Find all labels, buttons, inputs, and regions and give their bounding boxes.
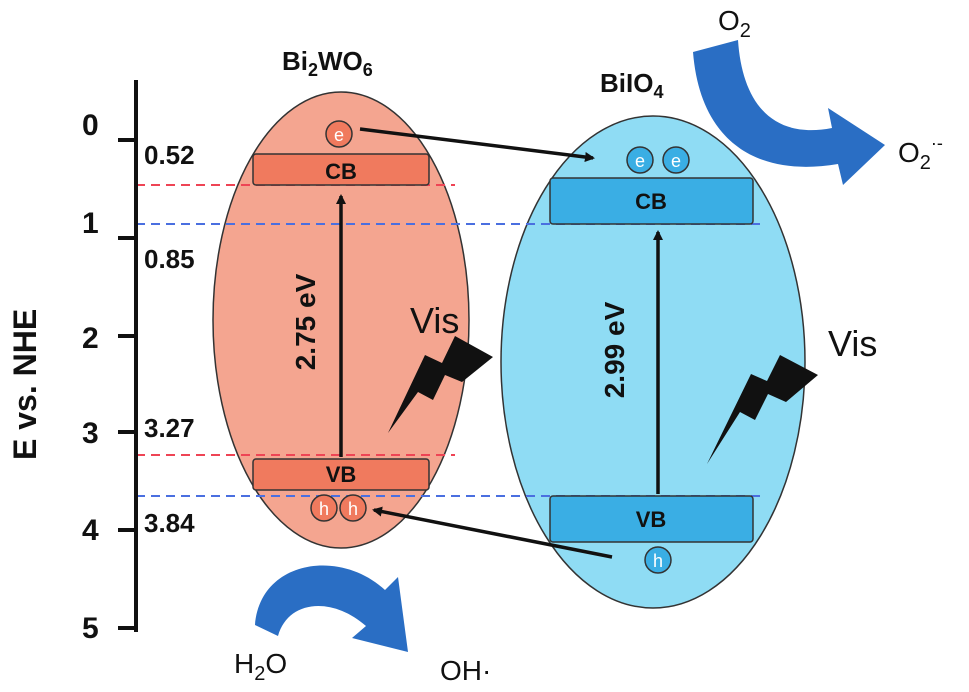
tick-label-1: 1 <box>82 207 99 240</box>
bi2wo6-hole-1: h <box>310 494 338 522</box>
tick-label-0: 0 <box>82 109 99 142</box>
biio4-cb-label: CB <box>635 189 667 214</box>
left-vis-label: Vis <box>410 300 459 341</box>
electron-transfer-arrow <box>359 127 595 162</box>
tick-label-5: 5 <box>82 612 99 645</box>
biio4-title: BiIO4 <box>600 68 663 102</box>
biio4-ellipse <box>500 115 806 609</box>
hole-transfer-arrow <box>372 506 613 559</box>
biio4-vb-label: VB <box>636 507 667 532</box>
svg-text:e: e <box>334 125 344 145</box>
level-label-0-52: 0.52 <box>144 140 195 170</box>
biio4-gap-label: 2.99 eV <box>599 301 630 398</box>
svg-text:e: e <box>635 151 645 171</box>
level-label-0-85: 0.85 <box>144 244 195 274</box>
biio4-electron-1: e <box>626 146 654 174</box>
water-oxidation-arrow <box>255 565 408 652</box>
axis-ticks <box>118 138 136 630</box>
left-lightning-icon <box>388 336 493 433</box>
svg-text:h: h <box>653 551 663 571</box>
level-label-3-27: 3.27 <box>144 413 195 443</box>
bi2wo6-vb-band <box>252 458 430 491</box>
bi2wo6-cb-label: CB <box>325 159 357 184</box>
biio4-vb-band <box>549 495 754 543</box>
superoxide-label: O2·- <box>898 133 943 174</box>
biio4-electron-2: e <box>662 146 690 174</box>
right-vis-label: Vis <box>828 323 877 364</box>
hydroxyl-label: OH· <box>440 655 491 686</box>
bi2wo6-hole-2: h <box>339 494 367 522</box>
right-lightning-icon <box>707 355 818 464</box>
oxygen-reduction-arrow <box>693 40 885 185</box>
level-label-3-84: 3.84 <box>144 508 195 538</box>
bi2wo6-cb-band <box>252 153 430 186</box>
bi2wo6-electron: e <box>325 120 353 148</box>
svg-text:e: e <box>671 151 681 171</box>
biio4-hole: h <box>644 546 672 574</box>
bi2wo6-vb-label: VB <box>326 462 357 487</box>
biio4-cb-band <box>549 177 754 225</box>
o2-label: O2 <box>718 5 751 42</box>
tick-label-4: 4 <box>82 514 99 547</box>
tick-label-2: 2 <box>82 322 99 355</box>
svg-text:h: h <box>319 499 329 519</box>
tick-label-3: 3 <box>82 417 99 450</box>
bi2wo6-title: Bi2WO6 <box>282 46 373 80</box>
svg-text:h: h <box>348 499 358 519</box>
bi2wo6-gap-label: 2.75 eV <box>290 273 321 370</box>
water-label: H2O <box>234 648 287 685</box>
axis-title: E vs. NHE <box>7 309 43 460</box>
